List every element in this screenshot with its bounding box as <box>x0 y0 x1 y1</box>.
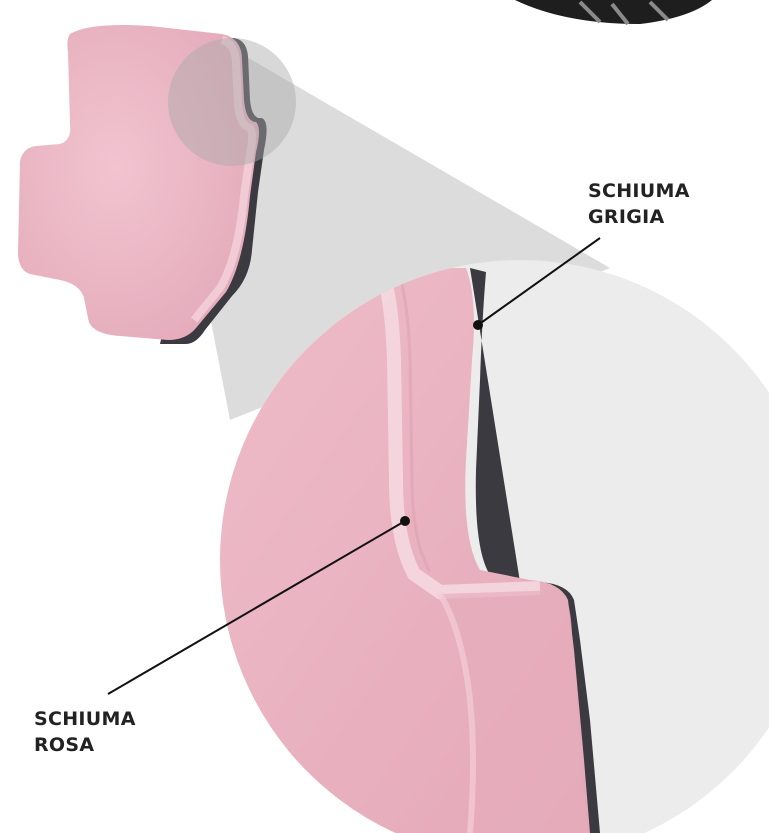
grey-foam-label-line2: GRIGIA <box>588 204 690 230</box>
pink-foam-label: SCHIUMA ROSA <box>34 706 136 758</box>
pink-foam-label-line2: ROSA <box>34 732 136 758</box>
grey-foam-label: SCHIUMA GRIGIA <box>588 178 690 230</box>
magnifier-lens <box>168 38 296 166</box>
corner-photo-fragment <box>515 0 712 24</box>
grey-foam-label-line1: SCHIUMA <box>588 178 690 204</box>
pink-foam-label-line1: SCHIUMA <box>34 706 136 732</box>
